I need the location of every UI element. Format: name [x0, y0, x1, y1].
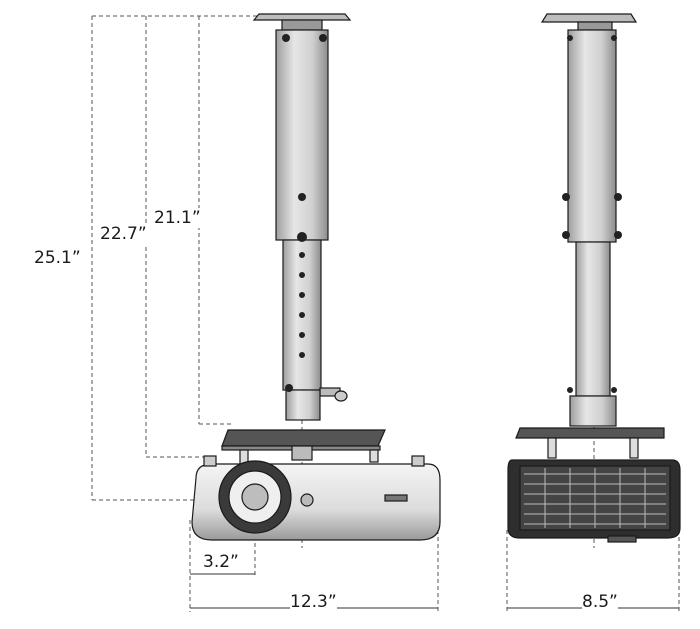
vent-slats [524, 468, 666, 528]
pole-height-label: 21.1” [154, 208, 201, 228]
overall-height-label: 25.1” [34, 248, 81, 268]
plate-collar [281, 19, 323, 31]
focus-knob [300, 493, 314, 507]
tilt-adapter [285, 389, 321, 421]
front-view-holes [562, 35, 622, 393]
body-foot-2 [411, 455, 425, 467]
front-view-mount [507, 13, 681, 543]
side-view-holes [282, 34, 327, 392]
mid-height-label: 22.7” [100, 224, 147, 244]
mounting-plate-front [515, 427, 665, 439]
front-foot [607, 535, 637, 543]
length-label: 12.3” [290, 592, 337, 612]
lens-glass [241, 483, 269, 511]
upper-tube [275, 29, 329, 241]
body-foot-1 [203, 455, 217, 467]
mount-leg-front-1 [547, 437, 557, 459]
plate-collar-front [577, 21, 613, 31]
tilt-adapter-front [569, 395, 617, 427]
lower-tube-front [575, 241, 611, 397]
side-view-mount [191, 13, 441, 541]
ceiling-plate-front [540, 13, 638, 23]
brand-mark [384, 494, 408, 502]
lens-offset-label: 3.2” [203, 552, 239, 572]
upper-tube-front [567, 29, 617, 243]
mount-leg-2 [369, 449, 379, 463]
tube-knob-end [334, 390, 348, 402]
width-label: 8.5” [582, 592, 618, 612]
mount-hub [291, 445, 313, 461]
mounting-plate [221, 429, 386, 447]
ceiling-plate [252, 13, 352, 21]
mount-leg-front-2 [629, 437, 639, 459]
